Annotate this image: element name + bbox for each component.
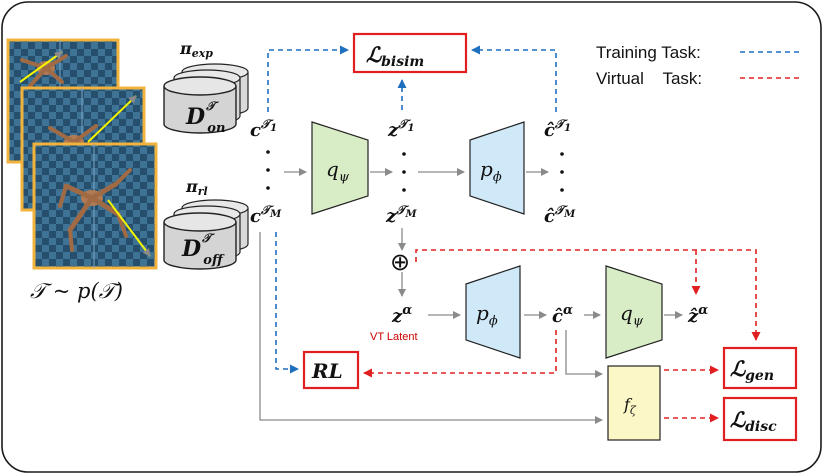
ellipsis-dots: [266, 150, 270, 190]
rl-box: RL: [302, 350, 360, 390]
vt-latent-label: VT Latent: [370, 331, 418, 343]
node-z-alpha: zα: [391, 303, 412, 327]
loss-bisim-label: ℒbisim: [366, 42, 424, 70]
node-chat-alpha: ĉα: [552, 303, 573, 327]
buffer-off-cylinder: [163, 199, 249, 270]
ellipsis-dots: [560, 152, 564, 192]
task-panel-stack: [6, 38, 158, 270]
policy-rl-label: πrl: [185, 177, 208, 198]
flow-arrows-top: [284, 168, 549, 297]
decoder-bottom: pϕ: [465, 265, 521, 359]
loss-disc-label: ℒdisc: [730, 407, 777, 435]
direction-arrow-icon: [19, 51, 63, 83]
policy-exp-label: πexp: [179, 39, 213, 60]
legend-training-label: Training Task:: [596, 43, 701, 62]
decoder-top-label: pϕ: [480, 157, 502, 185]
discriminator-box: fζ: [607, 365, 661, 441]
discriminator-label: fζ: [623, 395, 637, 417]
encoder-bottom: qψ: [605, 265, 663, 359]
encoder-top: qψ: [311, 121, 369, 215]
decoder-top: pϕ: [469, 121, 525, 215]
rl-label: RL: [311, 359, 343, 383]
loss-bisim-box: ℒbisim: [352, 32, 468, 74]
virtual-arrows: [363, 249, 761, 423]
ant-robot-icon: [20, 54, 68, 88]
loss-gen-label: ℒgen: [730, 356, 774, 384]
direction-arrow-icon: [107, 199, 151, 257]
direction-arrow-icon: [87, 95, 137, 143]
legend-virtual-label: Virtual Task:: [596, 69, 702, 88]
decoder-bottom-label: pϕ: [476, 301, 498, 329]
encoder-top-label: qψ: [326, 157, 350, 185]
encoder-bottom-label: qψ: [620, 301, 644, 329]
flow-arrows-bottom: [259, 232, 683, 424]
task-distribution-label: 𝒯 ~ p(𝒯): [30, 279, 123, 303]
buffer-exp-cylinder: [163, 63, 249, 134]
ellipsis-dots: [402, 152, 406, 192]
combine-operator: ⊕: [390, 248, 410, 276]
ant-robot-icon: [58, 168, 132, 252]
task-panel-3: [32, 142, 158, 270]
loss-gen-box: ℒgen: [722, 346, 798, 390]
legend: Training Task: Virtual Task:: [596, 43, 802, 88]
node-zhat-alpha: ẑα: [687, 303, 708, 327]
training-arrows: [267, 45, 557, 374]
loss-disc-box: ℒdisc: [722, 396, 798, 442]
